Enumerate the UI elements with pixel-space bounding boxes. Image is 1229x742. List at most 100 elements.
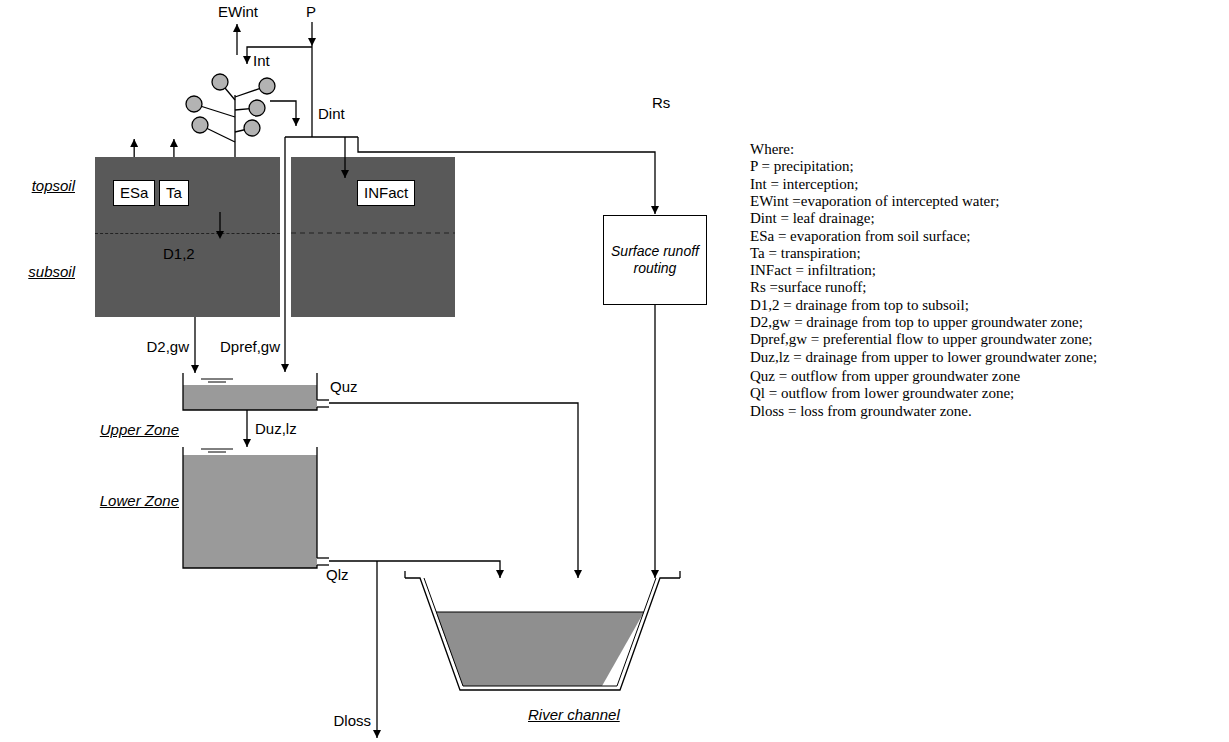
soil-column-right [291, 157, 455, 317]
channel-label: River channel [528, 706, 620, 723]
layer-boundary [95, 233, 280, 234]
drawing-part [270, 101, 296, 126]
layer-label: subsoil [28, 263, 75, 280]
layer-label: topsoil [32, 177, 75, 194]
outlet-pipe [317, 406, 329, 407]
box-text: Surface runoff routing [608, 243, 702, 277]
channel-water [436, 612, 644, 686]
drawing-part [291, 233, 455, 234]
flow-connector [654, 305, 655, 578]
store-outline [183, 373, 331, 410]
drawing-part [311, 22, 312, 46]
outlet-pipe [317, 557, 329, 558]
drawing-part [244, 120, 260, 136]
drawing-part [311, 46, 312, 137]
drainage-arrow [214, 212, 226, 242]
channel-lip [679, 571, 680, 578]
drawing-part [249, 100, 265, 116]
legend-text: INFact = infiltration; [750, 262, 876, 279]
flow-connector [329, 561, 500, 578]
zone-label: Lower Zone [100, 492, 179, 509]
channel-wall [424, 578, 656, 686]
store-wall [183, 447, 317, 568]
groundwater-store: Upper Zone [183, 373, 317, 410]
box-text: INFact [364, 184, 408, 201]
legend-text: Duz,lz = drainage from upper to lower gr… [750, 349, 1097, 366]
river-channel: River channel [405, 578, 680, 728]
legend-text: ESa = evaporation from soil surface; [750, 228, 970, 245]
legend-text: Dloss = loss from groundwater zone. [750, 403, 972, 420]
flux-label: Dpref,gw [220, 338, 280, 355]
soil-column: topsoilsubsoilD1,2ESaTa [95, 157, 280, 317]
evaporation-arrow [134, 139, 135, 157]
drawing-part [234, 95, 235, 157]
drawing-part [259, 78, 275, 94]
flux-label: Dint [318, 105, 345, 122]
water-mark [208, 452, 226, 453]
legend-text: D2,gw = drainage from top to upper groun… [750, 314, 1083, 331]
flow-connector [194, 317, 195, 373]
process-box: ESa [113, 180, 155, 206]
legend-text: Dpref,gw = preferential flow to upper gr… [750, 331, 1093, 348]
store-outline [183, 447, 331, 568]
process-box: INFact [357, 180, 415, 206]
drawing-part [285, 136, 358, 137]
drawing-part [212, 74, 228, 90]
routing-box: Surface runoff routing [603, 215, 707, 305]
flux-label: Quz [330, 378, 358, 395]
zone-label: Upper Zone [100, 421, 179, 438]
flux-label: Int [253, 52, 270, 69]
channel-wall [405, 578, 680, 690]
channel-outline [405, 578, 680, 694]
arrow-shaft [219, 212, 220, 232]
drawing-part [192, 117, 208, 133]
flux-label: Dloss [333, 712, 371, 729]
box-text: ESa [120, 184, 148, 201]
flux-label: D1,2 [163, 245, 195, 262]
water-mark [208, 382, 226, 383]
drawing-part [358, 137, 655, 214]
legend-text: Rs =surface runoff; [750, 279, 866, 296]
outlet-pipe [317, 399, 329, 400]
legend-text: Dint = leaf drainage; [750, 210, 875, 227]
flux-label: EWint [218, 3, 258, 20]
flow-connector [246, 410, 247, 447]
legend-text: D1,2 = drainage from top to subsoil; [750, 297, 969, 314]
legend-text: Int = interception; [750, 176, 858, 193]
store-water [183, 385, 317, 410]
flux-label: Duz,lz [255, 420, 297, 437]
flux-label: P [306, 3, 316, 20]
process-box: Ta [159, 180, 189, 206]
legend-text: Where: [750, 141, 794, 158]
store-wall [316, 373, 317, 400]
outlet-pipe [317, 564, 329, 565]
legend-text: Ta = transpiration; [750, 245, 861, 262]
legend-text: P = precipitation; [750, 158, 854, 175]
flux-label: D2,gw [146, 338, 189, 355]
drawing-part [344, 137, 345, 178]
tree [186, 74, 275, 157]
flux-label: Rs [652, 94, 670, 111]
evaporation-arrow [173, 139, 174, 157]
legend-text: EWint =evaporation of intercepted water; [750, 193, 999, 210]
drawing-part [236, 24, 237, 55]
drawing-part [376, 561, 377, 738]
water-mark [201, 449, 233, 450]
channel-lip [404, 571, 405, 578]
box-text: Ta [166, 184, 182, 201]
drawing-part [186, 96, 202, 112]
groundwater-store: Lower Zone [183, 447, 317, 568]
legend-text: Quz = outflow from upper groundwater zon… [750, 368, 1020, 385]
water-surface [436, 612, 644, 613]
legend-text: Ql = outflow from lower groundwater zone… [750, 385, 1014, 402]
store-wall [316, 447, 317, 558]
store-wall [183, 373, 317, 410]
drawing-part [291, 157, 455, 317]
water-mark [201, 379, 233, 380]
store-water [183, 455, 317, 568]
flux-label: Qlz [326, 566, 349, 583]
flow-lines [237, 22, 655, 738]
flow-connector [329, 403, 578, 578]
drawing-part [284, 137, 285, 372]
